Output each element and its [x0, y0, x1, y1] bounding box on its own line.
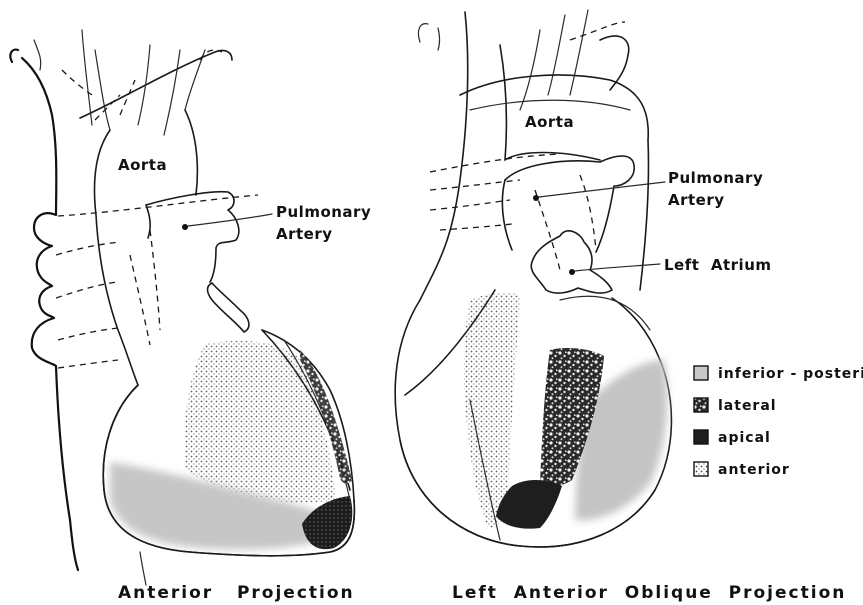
lao-left-atrium-outline	[531, 231, 612, 293]
lao-pulmonary-artery-outline	[505, 156, 634, 252]
lao-projection-caption: Left Anterior Oblique Projection	[452, 583, 846, 603]
legend-swatch-lateral	[694, 398, 708, 412]
legend: inferior - posterior lateral apical ante…	[694, 366, 863, 478]
lao-aorta-outline	[640, 140, 649, 290]
lao-pulmonary-label-line2: Artery	[668, 191, 725, 209]
legend-label-apical: apical	[718, 430, 771, 446]
left-pulmonary-label-line2: Artery	[276, 225, 333, 243]
lao-left-atrium-label: Left Atrium	[664, 256, 772, 274]
legend-label-lateral: lateral	[718, 398, 777, 414]
legend-item-apical: apical	[694, 430, 771, 446]
region-apical	[302, 496, 352, 549]
legend-item-anterior: anterior	[694, 462, 790, 478]
legend-item-lateral: lateral	[694, 398, 777, 414]
lao-projection-panel: Aorta Pulmonary Artery Left Atrium Left …	[395, 10, 846, 603]
lao-aorta-label: Aorta	[525, 113, 574, 131]
legend-label-inferior-posterior: inferior - posterior	[718, 366, 863, 382]
legend-swatch-inferior-posterior	[694, 366, 708, 380]
anterior-projection-panel: Aorta Pulmonary Artery Anterior Projecti…	[10, 30, 371, 603]
legend-swatch-apical	[694, 430, 708, 444]
left-pulmonary-label-line1: Pulmonary	[276, 203, 371, 221]
anterior-projection-caption: Anterior Projection	[118, 583, 355, 603]
left-aorta-label: Aorta	[118, 156, 167, 174]
legend-item-inferior-posterior: inferior - posterior	[694, 366, 863, 382]
legend-swatch-anterior	[694, 462, 708, 476]
lao-pulmonary-label-line1: Pulmonary	[668, 169, 763, 187]
legend-label-anterior: anterior	[718, 462, 790, 478]
chest-wall-outline	[10, 50, 78, 570]
